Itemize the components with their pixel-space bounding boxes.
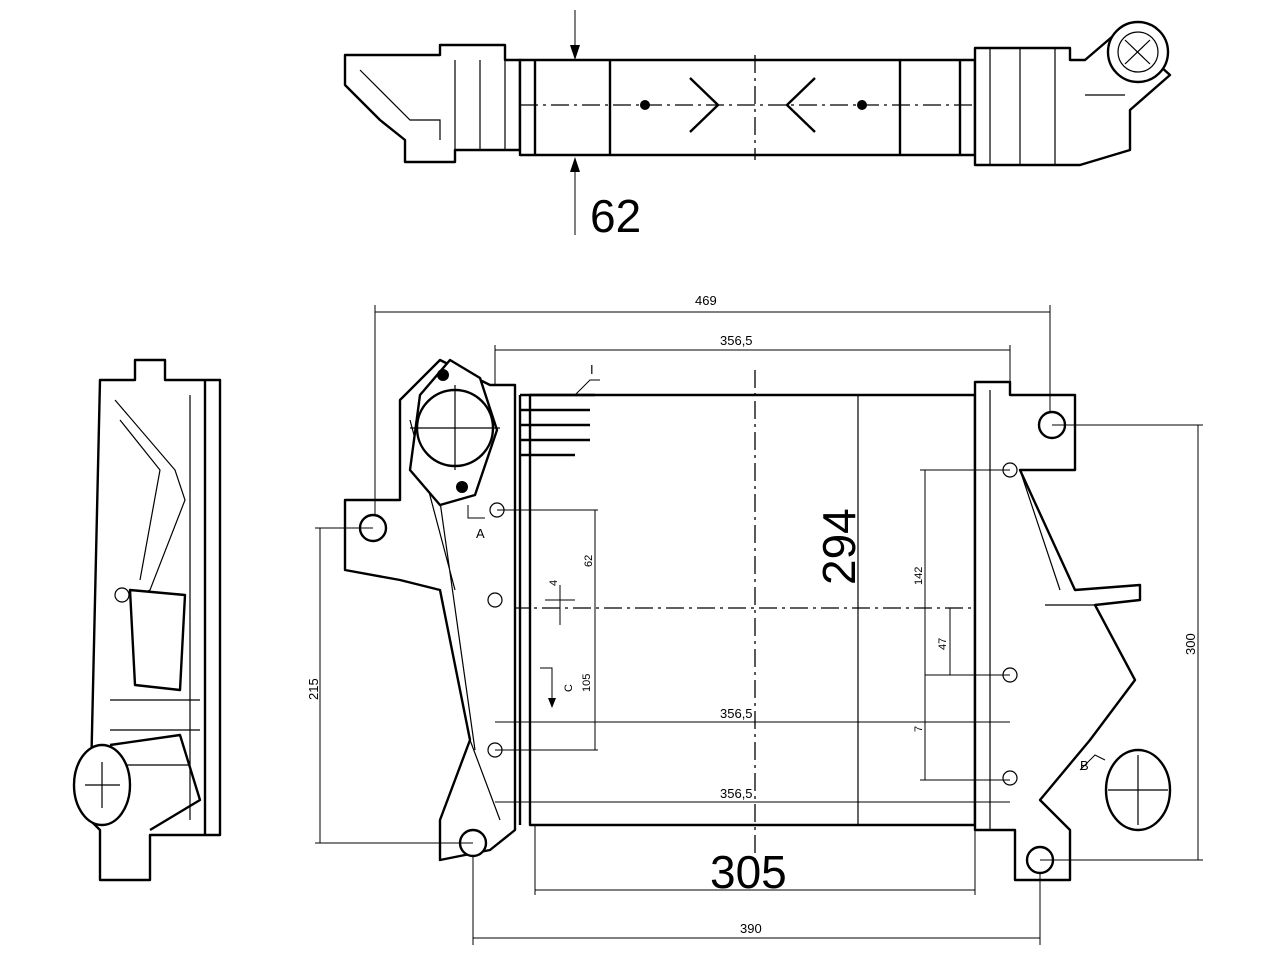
top-left-bracket xyxy=(343,43,522,164)
side-view xyxy=(72,358,222,882)
dim-105-label: 105 xyxy=(581,674,593,692)
top-core xyxy=(518,58,977,157)
top-inlet-pipe-inner xyxy=(1117,31,1159,73)
top-left-bracket-detail xyxy=(359,60,506,150)
dim-294-label: 294 xyxy=(813,508,865,585)
front-outlet-cross xyxy=(1108,755,1168,825)
front-mount-hole-6 xyxy=(1002,770,1018,786)
front-core xyxy=(528,393,977,827)
dim-3565-mid-label: 356,5 xyxy=(720,706,753,721)
detail-i-label: I xyxy=(590,362,594,377)
side-bracket xyxy=(128,588,187,692)
dim-215-label: 215 xyxy=(306,678,321,700)
side-outlet-cross xyxy=(85,762,120,808)
dim-3565-top-label: 356,5 xyxy=(720,333,753,348)
dim-305-label: 305 xyxy=(710,846,787,898)
top-chevron-right-icon xyxy=(689,77,720,133)
top-point-right xyxy=(857,100,867,110)
dim-390-label: 390 xyxy=(740,921,762,936)
side-bolt xyxy=(114,587,130,603)
detail-i-leader xyxy=(574,379,600,396)
dim-469-label: 469 xyxy=(695,293,717,308)
dim-142-label: 142 xyxy=(913,567,925,585)
dim-62-inner-label: 62 xyxy=(583,555,595,567)
dim-3565-bottom-label: 356,5 xyxy=(720,786,753,801)
dim-62-label: 62 xyxy=(590,190,641,242)
top-inlet-cross xyxy=(1124,39,1151,65)
front-flange-bolt-bottom xyxy=(456,481,468,493)
section-c-arrowhead xyxy=(548,698,556,708)
dim-62-bottom-arrowhead xyxy=(570,157,580,172)
dim-7-label: 7 xyxy=(913,726,925,732)
side-outlet-neck xyxy=(109,733,202,832)
section-c-label: C xyxy=(563,684,575,692)
front-flange-bolt-top xyxy=(437,369,449,381)
dim-62-top-arrowhead xyxy=(570,45,580,60)
section-b-label: B xyxy=(1080,758,1089,773)
front-view: 469 356,5 I A 294 305 390 215 300 xyxy=(306,293,1203,945)
top-view: 62 xyxy=(343,10,1172,242)
top-right-tank-detail xyxy=(989,48,1125,165)
front-inlet-cross xyxy=(410,385,500,470)
dim-4-label: 4 xyxy=(548,580,560,586)
front-right-tank-detail xyxy=(989,390,1095,830)
top-point-left xyxy=(640,100,650,110)
section-b-marker xyxy=(1079,754,1106,771)
dim-300-label: 300 xyxy=(1183,633,1198,655)
section-a-label: A xyxy=(476,526,485,541)
section-a-marker xyxy=(467,505,485,519)
front-ribs xyxy=(520,393,595,457)
top-chevron-left-icon xyxy=(785,77,816,133)
front-mount-hole-2 xyxy=(487,592,503,608)
dim-47-label: 47 xyxy=(937,638,949,650)
section-c-marker xyxy=(540,667,553,705)
